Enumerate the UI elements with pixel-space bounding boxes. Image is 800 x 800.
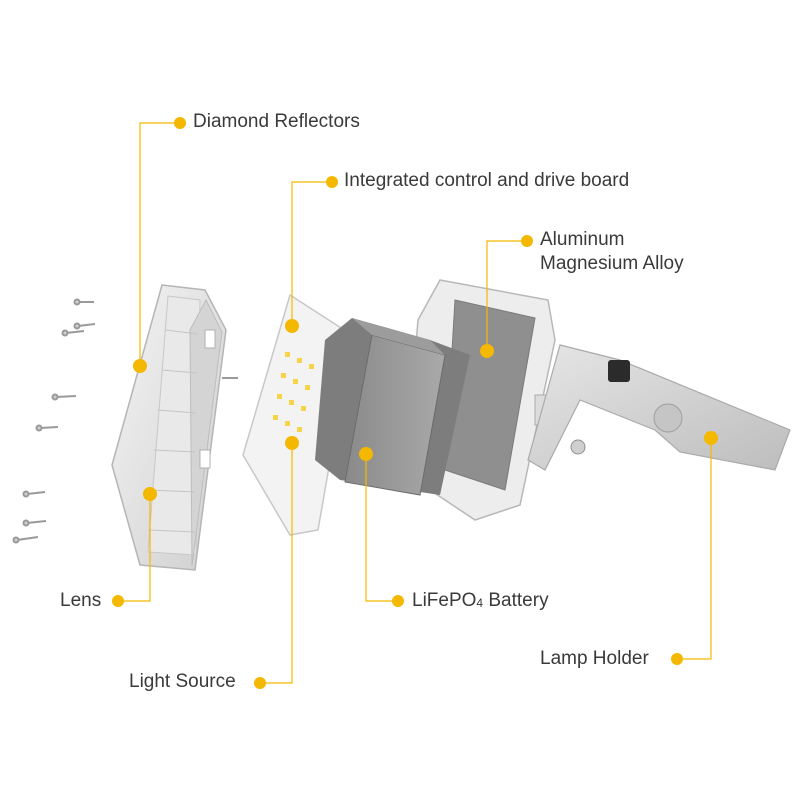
lamp-holder-part [527,344,791,471]
label-battery-main: LiFePO [412,590,477,611]
leader-lines [118,122,712,684]
label-alloy: Aluminum Magnesium Alloy [540,228,684,276]
label-lens: Lens [60,590,102,611]
label-alloy-line1: Aluminum [540,229,625,250]
label-battery-sub: 4 [476,596,484,610]
label-alloy-line2: Magnesium Alloy [540,253,684,274]
label-lamp-holder: Lamp Holder [540,648,649,669]
callout-dots [112,117,718,689]
label-battery: LiFePO4 Battery [412,589,549,615]
screws [12,298,238,544]
label-control-board: Integrated control and drive board [344,170,630,191]
lens-part [111,284,227,571]
label-light-source: Light Source [129,671,236,692]
label-battery-tail: Battery [483,590,549,611]
label-diamond-reflectors: Diamond Reflectors [193,111,360,132]
